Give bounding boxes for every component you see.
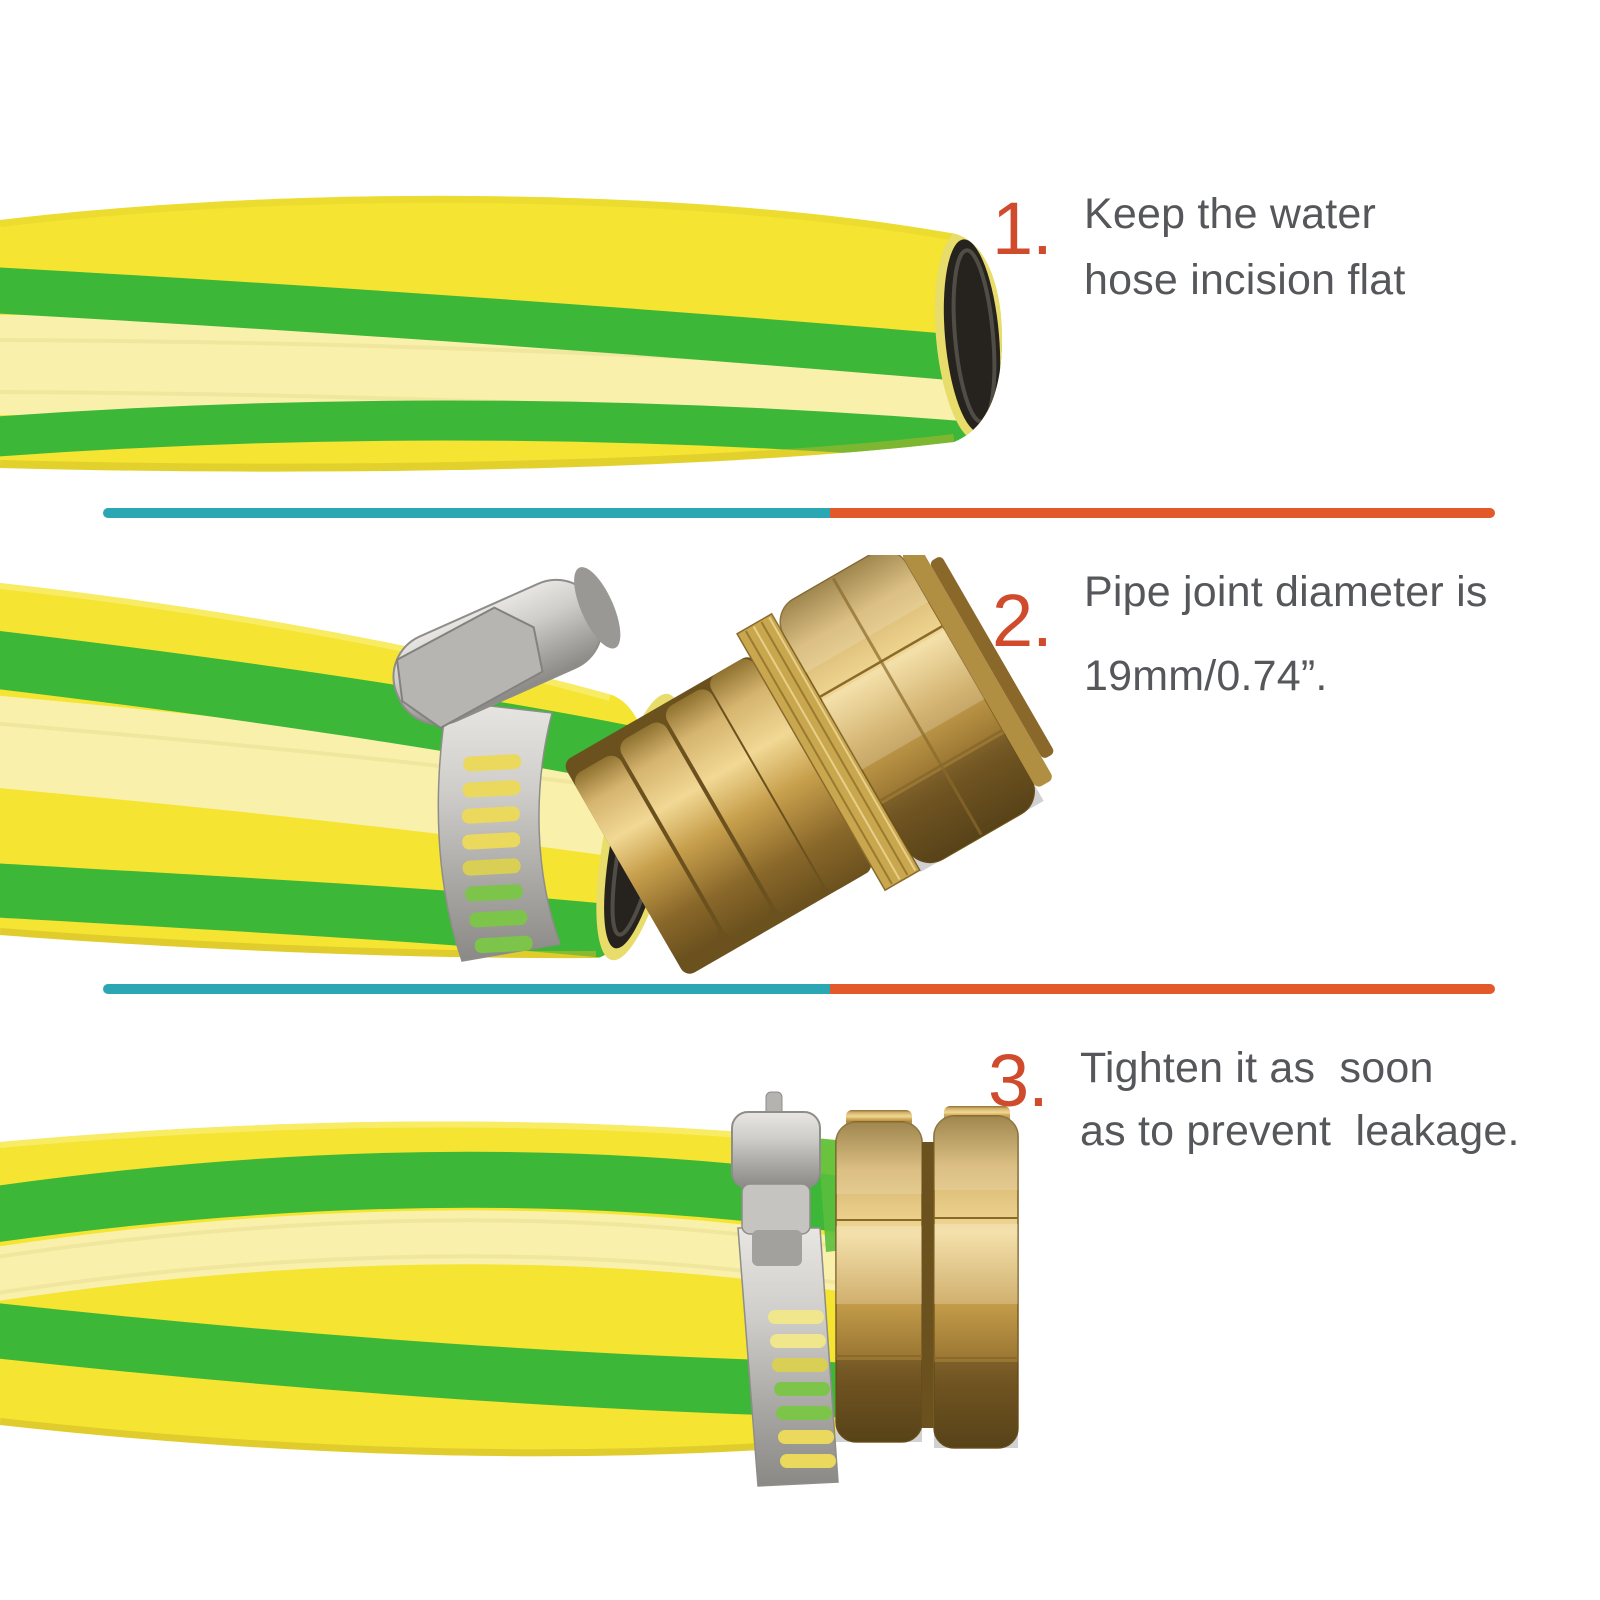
female-hex-nut [770,555,1054,872]
step3-caption: 3. Tighten it as soon as to prevent leak… [988,1044,1520,1170]
hose-clamp [731,1091,839,1487]
step3-line2: as to prevent leakage. [1080,1107,1520,1155]
hose [0,195,1002,472]
green-stripe-top [0,630,654,789]
clamp-screw-housing [392,567,621,730]
brass-pipe-joint [565,555,1054,974]
step1-text: Keep the water hose incision flat [1084,190,1406,322]
divider-2-orange-segment [830,984,1495,994]
green-stripe-top [0,1151,836,1243]
green-stripe-bottom [0,1302,836,1418]
clamp-band-slots [461,754,533,954]
step3-line1: Tighten it as soon [1080,1044,1434,1092]
clamp-screw-hex-head [395,606,544,730]
clamp-screw-housing [731,1091,821,1266]
hose [0,1121,836,1457]
step2-hose-clamp-joint-photo [0,555,1054,974]
clamp-band-slots [768,1310,836,1468]
divider-2-teal-segment [103,984,830,994]
green-stripe-bottom [0,863,648,959]
green-stripe-top [0,267,1002,386]
step2-line1: Pipe joint diameter is [1084,568,1488,616]
hose-cut-face [934,230,1002,442]
divider-1 [103,508,1495,518]
step3-number: 3. [988,1039,1049,1122]
step3-hose-tightened-photo [0,1091,1019,1487]
collar-groove [922,1142,934,1428]
step1-caption: 1. Keep the water hose incision flat [992,190,1406,322]
brass-connector [835,1106,1019,1449]
hex-collar-inner [835,1121,923,1443]
step1-line2: hose incision flat [1084,256,1406,304]
step2-text: Pipe joint diameter is 19mm/0.74”. [1084,568,1488,736]
step2-number: 2. [992,579,1053,662]
green-stripe-bottom [0,400,1002,466]
step3-text: Tighten it as soon as to prevent leakage… [1080,1044,1520,1170]
divider-1-teal-segment [103,508,830,518]
divider-1-orange-segment [830,508,1495,518]
step2-line2: 19mm/0.74”. [1084,652,1328,700]
divider-2 [103,984,1495,994]
hex-collar-outer [933,1115,1019,1449]
step2-caption: 2. Pipe joint diameter is 19mm/0.74”. [992,568,1488,736]
step1-hose-cut-end-photo [0,195,1002,472]
step1-number: 1. [992,187,1053,270]
step1-line1: Keep the water [1084,190,1377,238]
hose-clamp [392,567,621,962]
